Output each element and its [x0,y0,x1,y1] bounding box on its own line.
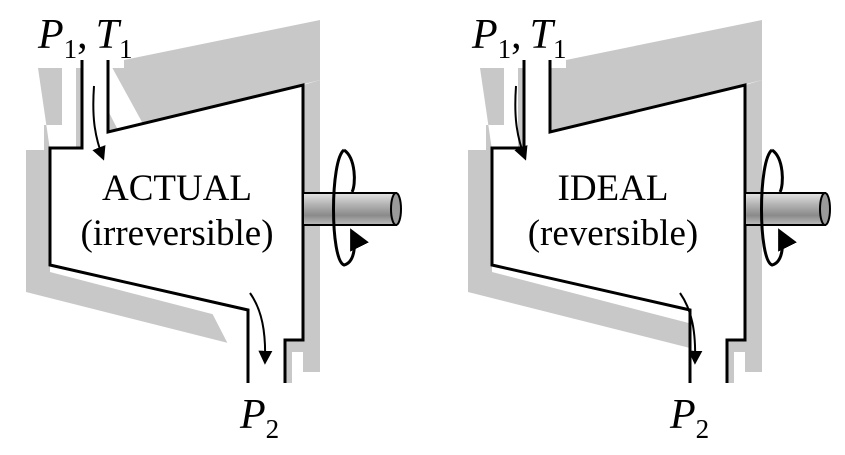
actual-subtitle: (irreversible) [80,213,273,254]
ideal-outlet-label: P2 [669,392,709,444]
ideal-casing-right-wall [727,80,762,383]
actual-outlet-flow-arrow-icon [249,292,273,365]
ideal-turbine: P1,T1 IDEAL (reversible) P2 [468,12,831,444]
actual-outlet-label: P2 [239,392,279,444]
actual-title: ACTUAL [102,168,252,209]
actual-interior [51,150,301,262]
actual-casing-right [108,20,320,134]
actual-casing-right-wall [285,80,320,383]
ideal-inlet-label: P1,T1 [471,12,567,64]
ideal-outlet-flow-arrow-icon [679,292,703,365]
ideal-title: IDEAL [558,168,669,209]
ideal-shaft [744,192,826,226]
ideal-rotation-arrow-icon [760,148,797,267]
actual-shaft [302,192,397,226]
actual-casing-left [26,68,266,383]
ideal-subtitle: (reversible) [528,213,699,254]
ideal-casing-left [468,68,708,383]
ideal-casing-right [550,20,762,134]
actual-turbine: P1,T1 ACTUAL (irreversible) P2 [26,12,402,444]
actual-inlet-label: P1,T1 [37,12,133,64]
actual-rotation-arrow-icon [332,148,369,267]
actual-inlet-flow-arrow-icon [92,85,106,161]
ideal-inlet-flow-arrow-icon [514,85,528,161]
